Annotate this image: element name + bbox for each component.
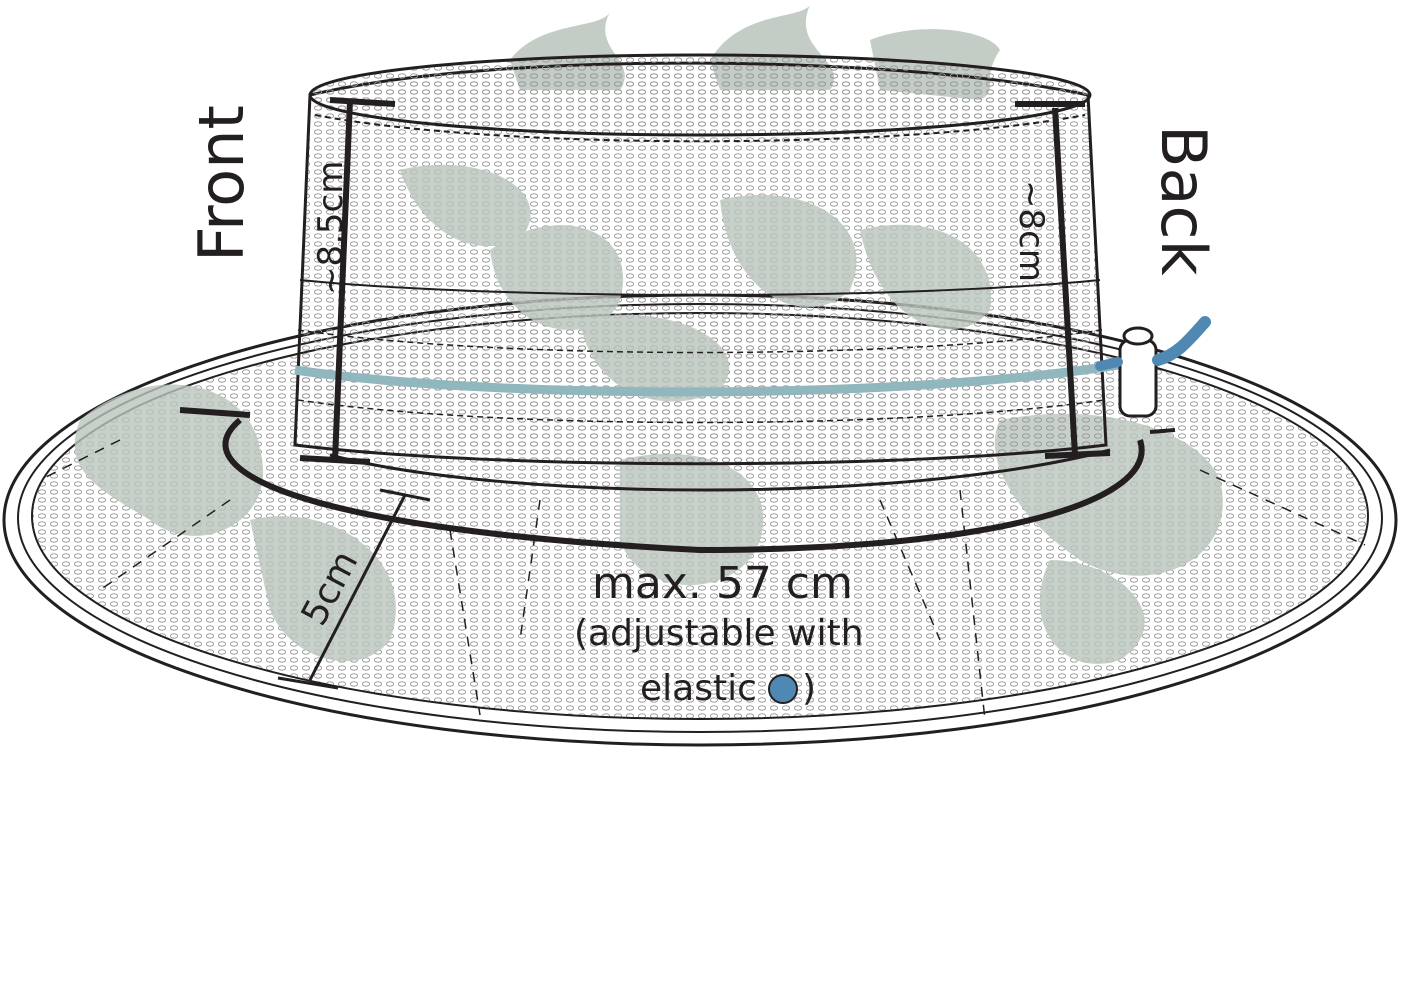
crown <box>293 53 1119 466</box>
hat-band <box>294 360 1119 397</box>
back-height-label: ~8cm <box>1011 180 1051 282</box>
circumference-label: max. 57 cm <box>592 558 853 609</box>
back-label: Back <box>1147 125 1220 276</box>
elastic-toggle-icon <box>1095 316 1211 418</box>
camo-crown <box>400 164 992 402</box>
circumference-arrow <box>179 407 1176 554</box>
front-height-label: ~8,5cm <box>311 161 351 295</box>
height-measures <box>277 97 1111 690</box>
adjustable-close: ) <box>802 668 816 709</box>
brim-stitch-rays <box>39 439 1366 721</box>
adjustable-line2: elastic <box>640 668 757 709</box>
adjustable-line1: (adjustable with <box>574 613 864 654</box>
front-label: Front <box>185 105 258 262</box>
elastic-dot-icon <box>768 674 798 704</box>
